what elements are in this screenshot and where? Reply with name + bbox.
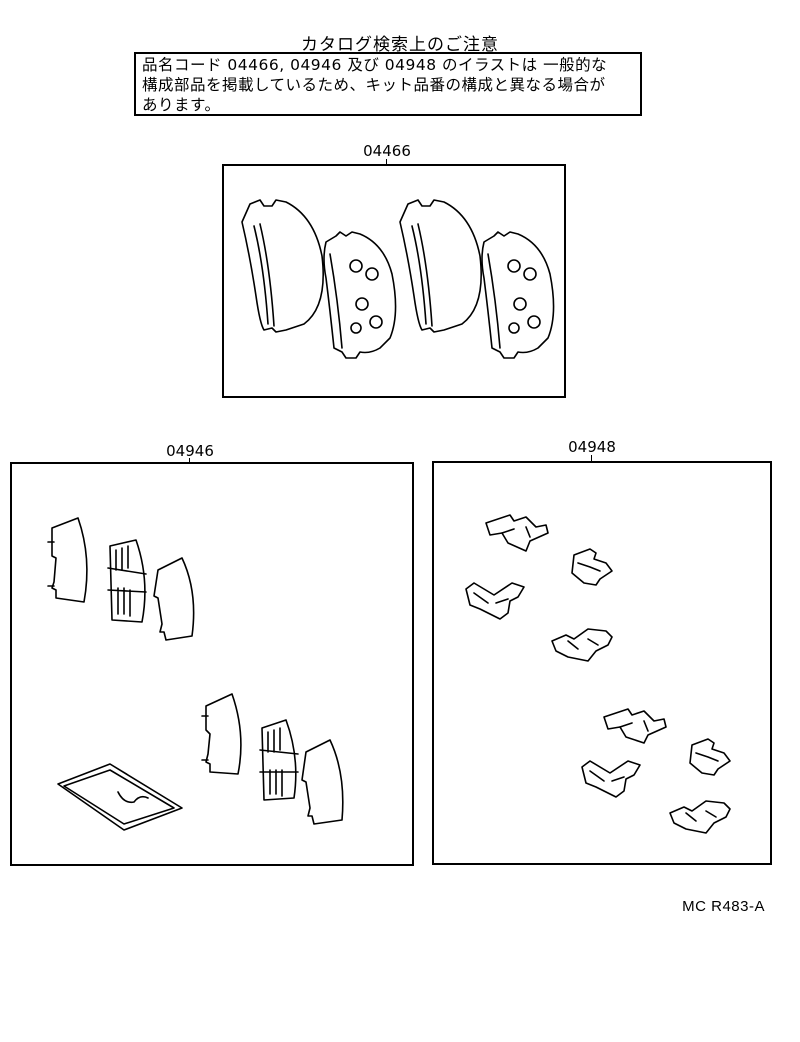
kit-box-04948: [432, 461, 772, 865]
pad-support-clip: [603, 708, 667, 744]
pad-support-clip: [465, 582, 525, 620]
brake-pad: [241, 199, 324, 333]
leader-line-04946: [189, 458, 190, 464]
pad-support-clip: [551, 628, 613, 662]
kit-label-04466[interactable]: 04466: [363, 142, 411, 160]
anti-squeal-shim: [301, 739, 344, 825]
brake-pad: [399, 199, 482, 333]
kit-label-04946[interactable]: 04946: [166, 442, 214, 460]
brake-pad: [481, 231, 555, 359]
grease-packet: [57, 763, 183, 831]
pad-support-clip: [669, 800, 731, 834]
pad-support-clip: [581, 760, 641, 798]
brake-pad: [323, 231, 397, 359]
figure-code: MC R483-A: [682, 898, 765, 915]
anti-squeal-shim: [107, 539, 147, 623]
kit-box-04466: [222, 164, 566, 398]
kit-box-04946: [10, 462, 414, 866]
anti-squeal-shim: [201, 693, 242, 775]
notice-box: 品名コード 04466, 04946 及び 04948 のイラストは 一般的な …: [134, 52, 642, 116]
anti-squeal-shim: [47, 517, 88, 603]
leader-line-04948: [591, 455, 592, 462]
anti-squeal-shim: [259, 719, 299, 801]
clips-illustration: [465, 514, 731, 834]
pad-support-clip: [485, 514, 549, 552]
kit-label-04948[interactable]: 04948: [568, 438, 616, 456]
pad-support-clip: [571, 548, 613, 586]
pad-support-clip: [689, 738, 731, 776]
brake-pads-illustration: [241, 199, 555, 359]
leader-line-04466: [386, 159, 387, 165]
anti-squeal-shim: [153, 557, 195, 641]
shims-illustration: [47, 517, 344, 831]
notice-heading: カタログ検索上のご注意: [301, 35, 499, 55]
